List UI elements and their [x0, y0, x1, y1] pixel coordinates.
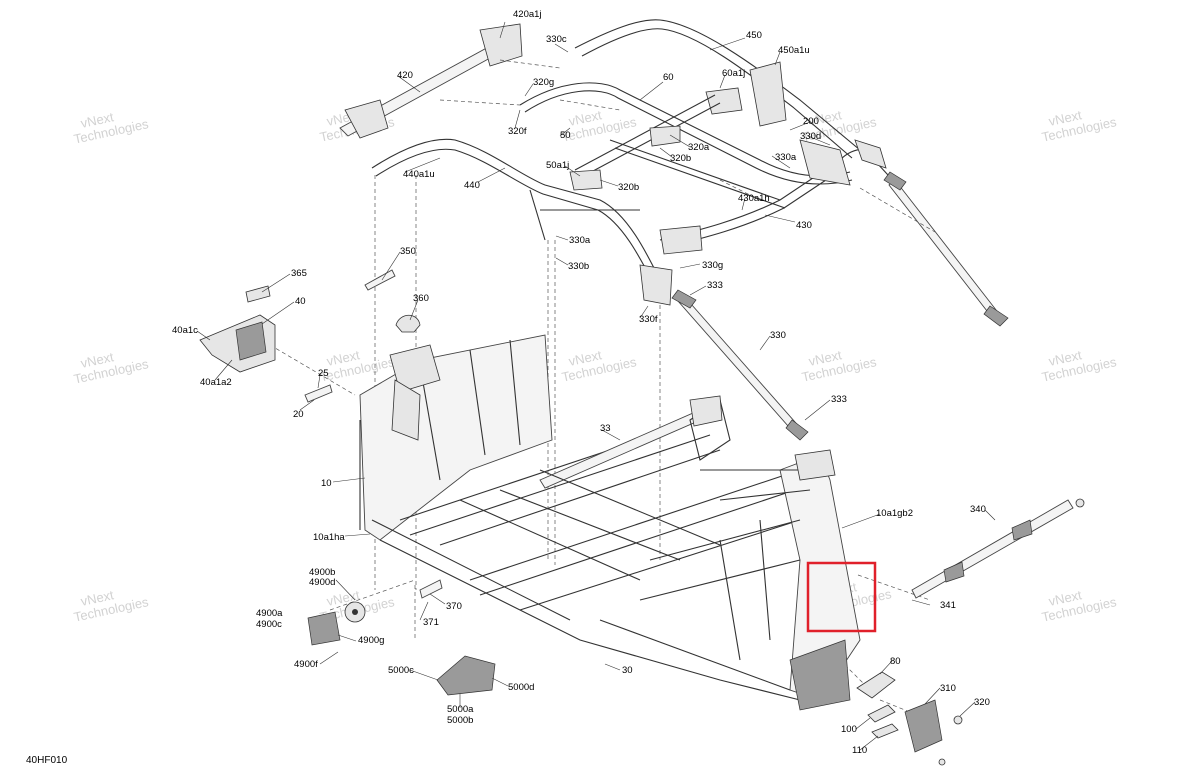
label-40: 40	[295, 296, 306, 307]
label-420a1j: 420a1j	[513, 9, 542, 20]
label-10a1ha: 10a1ha	[313, 532, 345, 543]
highlight-box	[806, 561, 877, 633]
main-chassis-frame-10	[359, 334, 861, 711]
label-350: 350	[400, 246, 416, 257]
watermark-vnext: vNext	[1047, 347, 1083, 369]
label-430a1h: 430a1h	[738, 193, 770, 204]
label-330: 330	[770, 330, 786, 341]
watermark-vnext: vNext	[79, 109, 115, 131]
label-4900a: 4900a	[256, 608, 283, 619]
label-320b: 320b	[670, 153, 691, 164]
label-360: 360	[413, 293, 429, 304]
label-341: 341	[940, 600, 956, 611]
label-5000b: 5000b	[447, 715, 473, 726]
rear-hoop-430	[659, 139, 871, 255]
label-4900b: 4900b	[309, 567, 335, 578]
label-333-b: 333	[831, 394, 847, 405]
label-50a1j: 50a1j	[546, 160, 569, 171]
bar-350	[364, 269, 396, 291]
label-200: 200	[803, 116, 819, 127]
roof-bar-50	[569, 94, 786, 209]
label-320a: 320a	[688, 142, 710, 153]
roll-cage-side-bar-450	[574, 19, 861, 159]
label-4900g: 4900g	[358, 635, 384, 646]
label-440: 440	[464, 180, 480, 191]
rear-bar-340	[911, 498, 1085, 599]
label-420: 420	[397, 70, 413, 81]
label-320: 320	[974, 697, 990, 708]
label-330a-2: 330a	[569, 235, 591, 246]
label-330f: 330f	[639, 314, 658, 325]
upper-shock-bar-200	[854, 139, 889, 176]
label-333: 333	[707, 280, 723, 291]
label-40a1c: 40a1c	[172, 325, 198, 336]
label-330d: 330d	[800, 131, 821, 142]
label-100: 100	[841, 724, 857, 735]
watermark-vnext: vNext	[79, 349, 115, 371]
label-371: 371	[423, 617, 439, 628]
part-labels: 420a1j 330c 450 450a1u 420 60 60a1j 320g…	[172, 9, 990, 756]
label-450: 450	[746, 30, 762, 41]
label-365: 365	[291, 268, 307, 279]
label-110: 110	[852, 745, 867, 756]
label-5000d: 5000d	[508, 682, 534, 693]
diagonal-bar-330	[671, 289, 809, 441]
label-33: 33	[600, 423, 611, 434]
bar-20-25	[304, 384, 333, 403]
watermark-vnext: vNext	[1047, 107, 1083, 129]
watermark-vnext: vNext	[807, 347, 843, 369]
label-310: 310	[940, 683, 956, 694]
roll-cage-front-bar-420	[339, 23, 523, 139]
watermark-vnext: vNext	[79, 587, 115, 609]
label-440a1u: 440a1u	[403, 169, 435, 180]
bracket-40	[199, 314, 276, 373]
skid-plate-5000	[436, 655, 496, 696]
label-5000a: 5000a	[447, 704, 474, 715]
diagonal-bar-right	[883, 171, 1009, 327]
label-20: 20	[293, 409, 304, 420]
watermark-vnext: vNext	[1047, 587, 1083, 609]
brake-caliper-4900	[307, 601, 366, 646]
label-40a1a2: 40a1a2	[200, 377, 232, 388]
label-330c: 330c	[546, 34, 567, 45]
diagram-code: 40HF010	[26, 755, 68, 766]
watermark-vnext: vNext	[567, 107, 603, 129]
label-50: 50	[560, 130, 571, 141]
plate-365	[245, 285, 271, 303]
bracket-80-100-110	[856, 671, 899, 739]
label-10: 10	[321, 478, 332, 489]
label-320b-2: 320b	[618, 182, 639, 193]
watermark-vnext: vNext	[807, 107, 843, 129]
label-430: 430	[796, 220, 812, 231]
label-4900c: 4900c	[256, 619, 282, 630]
label-340: 340	[970, 504, 986, 515]
label-30: 30	[622, 665, 633, 676]
label-80: 80	[890, 656, 901, 667]
leader-lines	[196, 21, 996, 751]
label-25: 25	[318, 368, 329, 379]
watermark-vnext: vNext	[325, 347, 361, 369]
hinge-310-320	[904, 699, 963, 766]
label-60a1j: 60a1j	[722, 68, 745, 79]
watermark-vnext: vNext	[567, 347, 603, 369]
clip-360	[395, 314, 421, 333]
label-330g: 330g	[702, 260, 723, 271]
roof-bar-60	[519, 82, 853, 185]
label-4900d: 4900d	[309, 577, 335, 588]
label-330b: 330b	[568, 261, 589, 272]
label-10a1gb2: 10a1gb2	[876, 508, 913, 519]
label-4900f: 4900f	[294, 659, 318, 670]
label-320g: 320g	[533, 77, 554, 88]
label-370: 370	[446, 601, 462, 612]
fastener-370-371	[419, 579, 443, 599]
label-450a1u: 450a1u	[778, 45, 810, 56]
label-320f: 320f	[508, 126, 527, 137]
label-5000c: 5000c	[388, 665, 414, 676]
label-330a: 330a	[775, 152, 797, 163]
rear-hoop-440	[371, 138, 673, 306]
label-60: 60	[663, 72, 674, 83]
